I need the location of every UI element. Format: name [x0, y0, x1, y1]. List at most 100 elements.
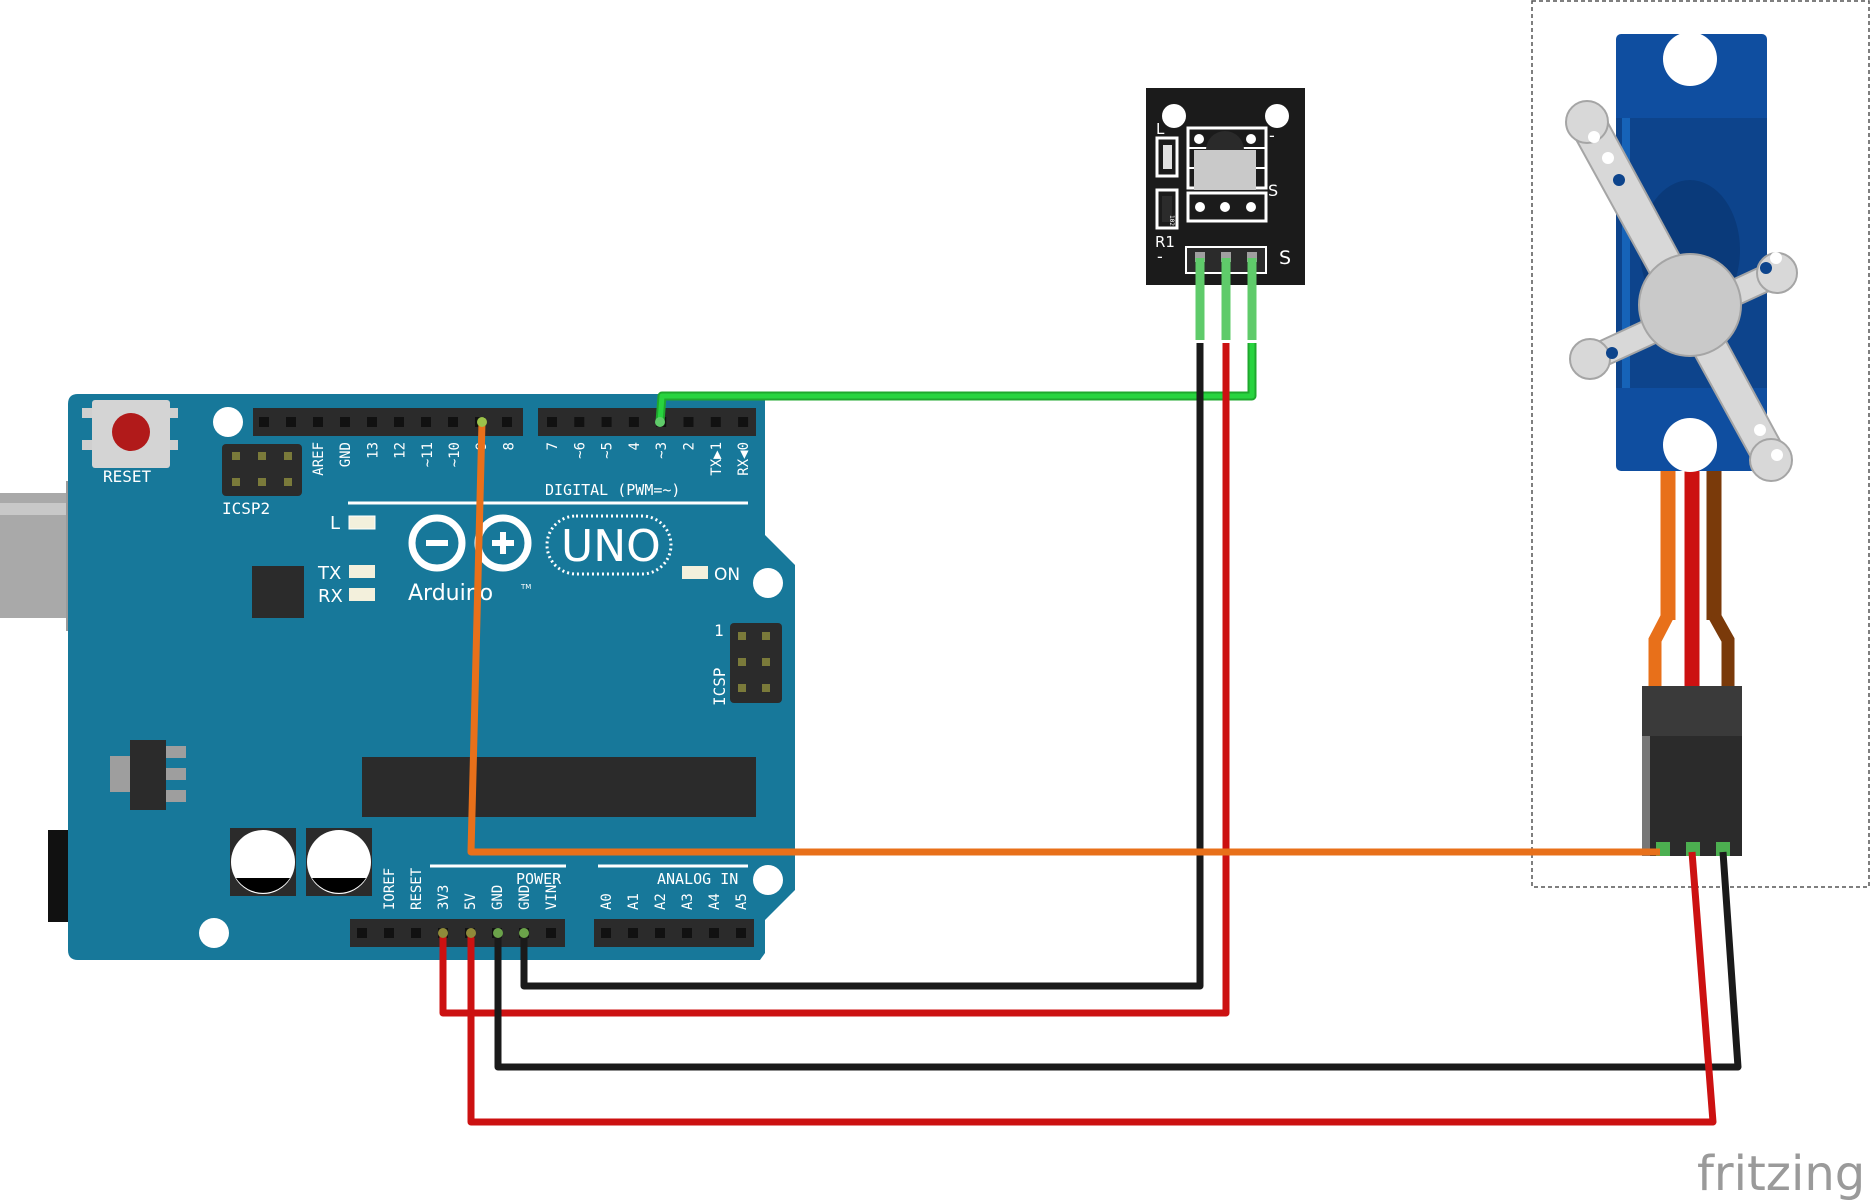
pin-label: RX◀0 [736, 442, 752, 476]
header-pin [736, 928, 746, 938]
pin-label: ~6 [572, 442, 588, 459]
header-pin [411, 928, 421, 938]
header-pin [709, 928, 719, 938]
pin-label: 5V [463, 893, 479, 910]
ir-label-s-top: S [1268, 181, 1278, 200]
icsp-header [730, 623, 782, 703]
uno-label: UNO [561, 521, 661, 572]
arduino-board-pcb [68, 394, 795, 960]
servo-mount-hole [1663, 32, 1717, 86]
header-pin [394, 417, 404, 427]
usb-chip [252, 566, 304, 618]
digital-label: DIGITAL (PWM=~) [545, 481, 680, 499]
ir-label-l: L [1156, 120, 1165, 138]
pin-label: TX▶1 [709, 442, 725, 476]
header-pin [682, 928, 692, 938]
pin-label: ~5 [600, 442, 616, 459]
digital-header-right [538, 408, 756, 436]
pin-label: A1 [626, 893, 642, 910]
header-pin [421, 417, 431, 427]
pin-label: IOREF [382, 868, 398, 910]
header-pin [601, 417, 612, 427]
pin-label: 12 [393, 442, 409, 459]
led-on-indicator [682, 566, 708, 579]
led-tx-label: TX [317, 563, 341, 584]
header-pin [384, 928, 394, 938]
header-pin [546, 928, 556, 938]
servo-selection-box [1531, 0, 1870, 888]
pin-label: 2 [682, 442, 698, 450]
wires [438, 343, 1742, 1126]
analog-header [594, 919, 754, 947]
header-pin [547, 417, 557, 427]
pin-label: 4 [627, 442, 643, 450]
analog-label: ANALOG IN [657, 870, 738, 888]
pin-label: AREF [311, 442, 327, 476]
capacitor-2 [306, 828, 372, 896]
mounting-hole [753, 865, 783, 895]
led-on-label: ON [714, 565, 740, 585]
uno-badge [545, 514, 673, 576]
icsp2-label: ICSP2 [222, 499, 270, 518]
header-pin [502, 417, 512, 427]
icsp2-header [222, 444, 302, 496]
mounting-hole [753, 568, 783, 598]
header-pin [601, 928, 611, 938]
pin-label: A5 [734, 893, 750, 910]
power-label: POWER [516, 870, 562, 888]
resistor-value: 102 [1168, 215, 1175, 226]
header-pin [574, 417, 585, 427]
ir-sensor-dome [1194, 150, 1256, 190]
digital-header-left [253, 408, 523, 436]
pin-label: 3V3 [436, 885, 452, 910]
header-pin [313, 417, 323, 427]
pin-label: A3 [680, 893, 696, 910]
led-rx-indicator [349, 588, 375, 601]
reset-button[interactable] [82, 400, 178, 468]
header-pin [738, 417, 749, 427]
pin-label: 7 [545, 442, 561, 450]
icsp-pin1-label: 1 [714, 621, 724, 640]
wire-servo-power[interactable] [467, 851, 1717, 1126]
icsp-label: ICSP [710, 667, 729, 706]
fritzing-watermark: fritzing [1697, 1146, 1865, 1202]
capacitor-1 [230, 828, 296, 896]
header-pin [357, 928, 367, 938]
pin-label: VIN [544, 885, 560, 910]
header-pin [367, 417, 377, 427]
pin-label: 13 [365, 442, 381, 459]
mounting-hole [1265, 104, 1289, 128]
ir-label-minus-bottom: - [1157, 247, 1163, 266]
header-pin [448, 417, 458, 427]
pin-label: 8 [501, 442, 517, 450]
led-l-indicator [348, 515, 376, 530]
pin-label: ~10 [447, 442, 463, 467]
servo-mount-hole [1663, 418, 1717, 472]
header-pin [259, 417, 269, 427]
header-pin [710, 417, 721, 427]
main-microcontroller [362, 757, 756, 817]
ir-label-minus-top: - [1269, 126, 1275, 145]
led-l-label: L [330, 513, 340, 534]
wire-servo-ground[interactable] [494, 851, 1742, 1071]
pin-label: A0 [599, 893, 615, 910]
header-pin [286, 417, 296, 427]
pin-label: RESET [409, 867, 425, 910]
wire-ir-ground[interactable] [520, 343, 1204, 990]
servo-horn [1565, 100, 1798, 482]
ir-receiver-module: 102 L R1 - S - S [1146, 88, 1305, 340]
pin-label: ~3 [654, 442, 670, 459]
led-tx-indicator [349, 565, 375, 578]
pin-label: GND [338, 442, 354, 467]
header-pin [683, 417, 694, 427]
ir-label-s-bottom: S [1279, 247, 1291, 269]
led-rx-label: RX [318, 586, 343, 607]
wire-servo-signal[interactable] [467, 421, 1660, 856]
mounting-hole [213, 407, 243, 437]
voltage-regulator [110, 740, 186, 810]
mounting-hole [199, 918, 229, 948]
pin-label: A4 [707, 893, 723, 910]
wire-ir-power[interactable] [439, 343, 1230, 1017]
